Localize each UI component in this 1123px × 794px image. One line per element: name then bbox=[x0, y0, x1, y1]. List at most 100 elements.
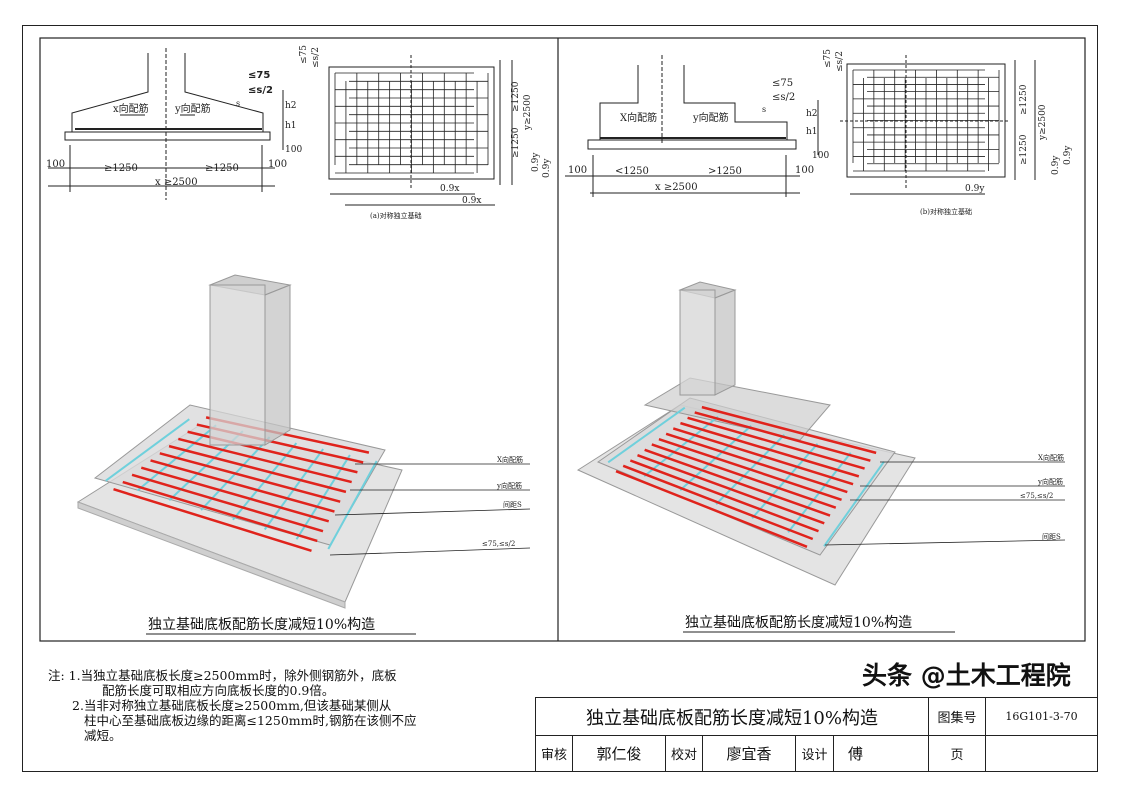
x-rebar bbox=[150, 459, 335, 513]
callout-label: ≤75,≤s/2 bbox=[482, 540, 515, 548]
column bbox=[679, 289, 716, 396]
dim-label: 100 bbox=[46, 159, 65, 170]
x-rebar bbox=[159, 452, 341, 503]
x-rebar bbox=[622, 464, 814, 541]
left-isometric-view: X向配筋 y向配筋 间距S ≤75,≤s/2 bbox=[76, 274, 531, 609]
title-block: 独立基础底板配筋长度减短10%构造 图集号 16G101-3-70 审核 郭仁俊… bbox=[535, 697, 1098, 772]
limit-label: ≤75 bbox=[299, 45, 309, 64]
review-label: 审核 bbox=[536, 735, 573, 771]
plan-caption: (a)对称独立基础 bbox=[370, 211, 422, 220]
left-plan-view: ≤75 ≤s/2 ≥1250 ≥1250 y≥2500 0.9y 0.9y 0.… bbox=[299, 45, 552, 220]
dim-label: 0.9y bbox=[531, 152, 541, 172]
x-rebar bbox=[694, 411, 871, 462]
callout-label: 间距S bbox=[1042, 533, 1061, 541]
h2-label: h2 bbox=[806, 109, 818, 119]
y-rebar bbox=[327, 460, 378, 550]
left-section-view bbox=[48, 48, 284, 200]
x-rebar bbox=[131, 473, 324, 533]
callout-label: X向配筋 bbox=[497, 455, 523, 464]
callout-label: ≤75,≤s/2 bbox=[1020, 492, 1053, 500]
x-rebar bbox=[637, 453, 825, 525]
x-rebar bbox=[687, 416, 865, 470]
dim-label: 0.9y bbox=[965, 184, 985, 194]
page-number-cell bbox=[986, 735, 1097, 771]
atlas-label: 图集号 bbox=[929, 698, 986, 735]
dim-label: x ≥2500 bbox=[655, 182, 698, 193]
right-section-view bbox=[565, 55, 819, 197]
x-rebar bbox=[629, 459, 819, 533]
x-rebar bbox=[644, 448, 831, 517]
dim-label: >1250 bbox=[708, 166, 742, 177]
drawing-title: 独立基础底板配筋长度减短10%构造 bbox=[536, 698, 929, 735]
limit-label: ≤s/2 bbox=[835, 51, 845, 72]
h1-label: h1 bbox=[806, 127, 818, 137]
dim-label: ≥1250 bbox=[1019, 134, 1029, 165]
x-rebar bbox=[178, 437, 352, 484]
dim-label: ≥1250 bbox=[1019, 84, 1029, 115]
spacing-label: s bbox=[762, 105, 766, 114]
left-caption: 独立基础底板配筋长度减短10%构造 bbox=[148, 616, 375, 633]
limit-label: ≤75 bbox=[823, 49, 833, 68]
dim-label: 0.9x bbox=[462, 196, 481, 206]
atlas-number: 16G101-3-70 bbox=[1005, 710, 1078, 723]
note-line: 2.当非对称独立基础底板长度≥2500mm,但该基础某侧从 bbox=[72, 698, 392, 713]
note-line: 配筋长度可取相应方向底板长度的0.9倍。 bbox=[102, 683, 335, 698]
limit-label: ≤75 bbox=[248, 70, 270, 81]
dim-label: y≥2500 bbox=[1038, 104, 1048, 141]
spacing-label: s bbox=[236, 99, 240, 108]
limit-label: ≤s/2 bbox=[772, 92, 795, 103]
y-rebar-label: y向配筋 bbox=[692, 111, 729, 124]
right-isometric-view: X向配筋 y向配筋 ≤75,≤s/2 间距S bbox=[576, 281, 1066, 586]
callout-label: X向配筋 bbox=[1038, 453, 1064, 462]
check-label: 校对 bbox=[666, 735, 703, 771]
designer-signature: 傅 bbox=[834, 735, 929, 771]
dim-label: 0.9y bbox=[542, 158, 552, 178]
dim-label: ≥1250 bbox=[511, 81, 521, 112]
x-rebar-label: x向配筋 bbox=[113, 102, 149, 115]
x-rebar bbox=[168, 444, 347, 494]
x-rebar bbox=[651, 443, 837, 509]
dim-label: x ≥2500 bbox=[155, 177, 198, 188]
h2-label: h2 bbox=[285, 101, 297, 111]
x-rebar bbox=[122, 480, 318, 543]
y-rebar bbox=[105, 418, 190, 482]
dim-label: 0.9x bbox=[440, 184, 459, 194]
note-line: 柱中心至基础底板边缘的距离≤1250mm时,钢筋在该侧不应 bbox=[84, 713, 417, 728]
y-rebar bbox=[823, 461, 885, 547]
x-rebar bbox=[701, 405, 877, 455]
dim-label: 100 bbox=[285, 145, 302, 155]
column bbox=[209, 284, 266, 446]
h1-label: h1 bbox=[285, 121, 297, 131]
dim-label: 0.9y bbox=[1051, 155, 1061, 175]
dim-label: ≥1250 bbox=[104, 163, 138, 174]
drawing-panel-border bbox=[39, 37, 1086, 642]
y-rebar-label: y向配筋 bbox=[174, 102, 211, 115]
x-rebar bbox=[665, 432, 848, 494]
design-label: 设计 bbox=[796, 735, 834, 771]
x-rebar-label: X向配筋 bbox=[620, 111, 657, 124]
x-rebar bbox=[672, 427, 854, 486]
limit-label: ≤s/2 bbox=[311, 47, 321, 68]
right-caption: 独立基础底板配筋长度减短10%构造 bbox=[685, 614, 912, 631]
x-rebar bbox=[658, 437, 842, 502]
page-label: 页 bbox=[929, 735, 986, 771]
plan-caption: (b)对称独立基础 bbox=[920, 207, 972, 216]
y-rebar bbox=[607, 406, 686, 464]
right-plan-view: ≤75 ≤s/2 ≥1250 ≥1250 y≥2500 0.9y 0.9y 0.… bbox=[823, 49, 1073, 216]
x-rebar bbox=[680, 421, 860, 478]
notes: 注: 1.当独立基础底板长度≥2500mm时，除外侧钢筋外，底板 配筋长度可取相… bbox=[48, 668, 416, 743]
dim-label: <1250 bbox=[615, 166, 649, 177]
watermark: 头条 @土木工程院 bbox=[862, 661, 1071, 690]
dim-label: 100 bbox=[795, 165, 814, 176]
checker-signature: 廖宜香 bbox=[703, 735, 796, 771]
limit-label: ≤s/2 bbox=[248, 85, 273, 96]
callout-label: y向配筋 bbox=[1037, 477, 1063, 486]
dim-label: ≥1250 bbox=[511, 127, 521, 158]
callout-label: y向配筋 bbox=[496, 481, 522, 490]
note-line: 注: 1.当独立基础底板长度≥2500mm时，除外侧钢筋外，底板 bbox=[48, 668, 397, 683]
dim-label: ≥1250 bbox=[205, 163, 239, 174]
x-rebar bbox=[113, 488, 312, 552]
reviewer-signature: 郭仁俊 bbox=[573, 735, 666, 771]
callout-label: 间距S bbox=[503, 501, 522, 509]
